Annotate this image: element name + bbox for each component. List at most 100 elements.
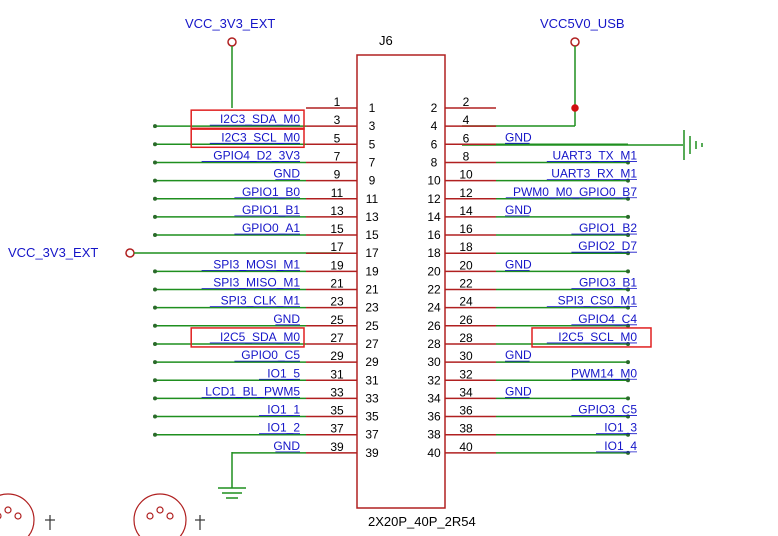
net-label-left: GND [273, 167, 300, 181]
pin-number-right: 28 [459, 331, 473, 345]
net-label-right: IO1_4 [604, 439, 637, 453]
net-label-right: GND [505, 384, 532, 398]
pin-inner-number-left: 25 [365, 319, 379, 333]
pin-inner-number-left: 35 [365, 410, 379, 424]
pin-inner-number-left: 11 [366, 192, 379, 206]
pin-number-right: 20 [459, 258, 473, 272]
pin-number-right: 24 [459, 295, 473, 309]
pin-number-left: 11 [331, 186, 344, 200]
wire-end-dot [153, 233, 157, 238]
highlight-box [190, 327, 305, 348]
wire-end-dot [153, 323, 157, 328]
net-label-right: GPIO1_B2 [579, 221, 637, 235]
wire-end-dot [153, 341, 157, 346]
pin-number-right: 18 [459, 240, 473, 254]
pin-number-left: 23 [330, 295, 344, 309]
vcc-3v3-ext-top-label: VCC_3V3_EXT [185, 16, 275, 31]
net-label-right: PWM14_M0 [571, 366, 637, 380]
pin-inner-number-left: 17 [365, 246, 379, 260]
wire-end-dot [153, 160, 157, 165]
pin-inner-number-left: 7 [369, 155, 376, 169]
pin-inner-number-left: 3 [369, 119, 376, 133]
vcc-3v3-ext-left-port [125, 248, 135, 258]
pin-inner-number-right: 2 [431, 101, 438, 115]
pin-number-left: 5 [334, 131, 341, 145]
net-label-left: GPIO1_B1 [242, 203, 300, 217]
pin-number-right: 38 [459, 422, 473, 436]
wire-end-dot [626, 360, 630, 365]
pin-inner-number-left: 1 [369, 101, 376, 115]
pin-number-left: 9 [334, 168, 341, 182]
pin-number-left: 7 [334, 149, 341, 163]
pin-inner-number-left: 19 [365, 264, 379, 278]
pin-number-left: 39 [330, 440, 344, 454]
net-label-left: GND [273, 439, 300, 453]
net-label-left: I2C3_SDA_M0 [220, 112, 300, 126]
net-label-left: IO1_2 [267, 421, 300, 435]
net-label-left: GPIO1_B0 [242, 185, 300, 199]
pin-inner-number-left: 15 [365, 228, 379, 242]
pin-inner-number-right: 28 [427, 337, 441, 351]
pin-inner-number-right: 4 [431, 119, 438, 133]
pin-inner-number-left: 31 [365, 373, 379, 387]
mounting-hole-icon [0, 493, 205, 536]
highlight-box [190, 109, 305, 130]
net-label-right: UART3_TX_M1 [553, 148, 638, 162]
pin-inner-number-right: 16 [427, 228, 441, 242]
pin-number-right: 2 [463, 95, 470, 109]
wire-end-dot [153, 432, 157, 437]
pin-number-right: 30 [459, 349, 473, 363]
pin-number-right: 26 [459, 313, 473, 327]
pin-inner-number-left: 23 [365, 301, 379, 315]
highlight-box [531, 327, 652, 348]
net-label-right: UART3_RX_M1 [551, 167, 637, 181]
pin-inner-number-left: 27 [365, 337, 379, 351]
pin-inner-number-right: 32 [427, 373, 441, 387]
pin-number-left: 27 [330, 331, 344, 345]
pin-inner-number-right: 14 [427, 210, 441, 224]
pin-inner-number-right: 20 [427, 264, 441, 278]
wire-end-dot [153, 269, 157, 274]
highlight-box [190, 127, 305, 149]
net-label-left: GPIO4_D2_3V3 [213, 148, 300, 162]
connector-footprint: 2X20P_40P_2R54 [368, 514, 476, 529]
pin-number-right: 4 [463, 113, 470, 127]
pin-inner-number-right: 40 [427, 446, 441, 460]
pin-number-left: 29 [330, 349, 344, 363]
wire-end-dot [153, 414, 157, 419]
pin-number-left: 19 [330, 258, 344, 272]
pin-number-left: 1 [334, 95, 341, 109]
connector-refdes: J6 [379, 33, 393, 48]
net-label-right: IO1_3 [604, 421, 637, 435]
pin-number-right: 10 [459, 168, 473, 182]
net-label-left: IO1_5 [267, 366, 300, 380]
pin-inner-number-right: 34 [427, 391, 441, 405]
pin-number-right: 16 [459, 222, 473, 236]
pin-inner-number-right: 30 [427, 355, 441, 369]
wire-end-dot [626, 214, 630, 219]
pin-inner-number-right: 6 [431, 137, 438, 151]
net-label-right: GND [505, 257, 532, 271]
wire-end-dot [626, 269, 630, 274]
pin-number-left: 21 [330, 277, 344, 291]
pin-number-right: 34 [459, 385, 473, 399]
pin-inner-number-left: 39 [365, 446, 379, 460]
wire-end-dot [626, 396, 630, 401]
net-label-right: GPIO3_B1 [579, 276, 637, 290]
vcc5v0-usb-port [570, 37, 580, 47]
wire-end-dot [153, 305, 157, 310]
pin-inner-number-left: 33 [365, 391, 379, 405]
pin-number-left: 17 [330, 240, 344, 254]
pin-number-left: 31 [330, 367, 344, 381]
wire-end-dot [153, 196, 157, 201]
vcc-3v3-ext-top-port [227, 37, 237, 47]
pin-number-left: 33 [330, 385, 344, 399]
pin-inner-number-right: 22 [427, 283, 441, 297]
pin-inner-number-right: 8 [431, 155, 438, 169]
wire-end-dot [153, 178, 157, 183]
pin-inner-number-right: 18 [427, 246, 441, 260]
pin-number-right: 36 [459, 404, 473, 418]
net-label-left: SPI3_MOSI_M1 [213, 257, 300, 271]
